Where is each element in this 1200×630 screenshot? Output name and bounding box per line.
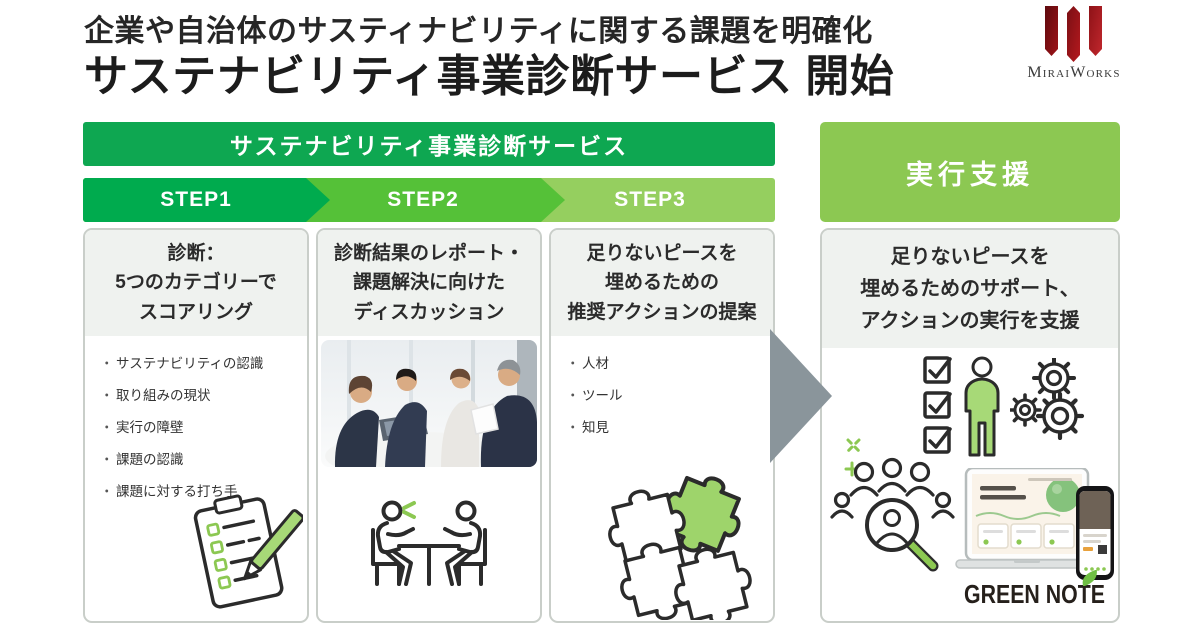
greennote-device-mockup (955, 468, 1114, 580)
company-logo: MiraiWorks (1014, 5, 1134, 82)
step2-card-title: 診断結果のレポート・ 課題解決に向けた ディスカッション (318, 230, 540, 336)
puzzle-illustration (599, 463, 761, 620)
list-item: ・サステナビリティの認識 (100, 356, 264, 371)
list-item: ・課題の認識 (100, 452, 184, 467)
list-item: ・取り組みの現状 (100, 388, 211, 403)
header-tagline: 企業や自治体のサスティナビリティに関する課題を明確化 (84, 15, 873, 48)
company-logo-text: MiraiWorks (1027, 64, 1121, 81)
step1-label: STEP1 (160, 188, 232, 211)
leaf-icon (1082, 570, 1097, 586)
step3-card-title: 足りないピースを 埋めるための 推奨アクションの提案 (551, 230, 773, 336)
talent-search-illustration (830, 457, 955, 572)
page-title: サステナビリティ事業診断サービス 開始 (84, 52, 895, 101)
step2-label: STEP2 (387, 188, 459, 211)
discussion-illustration (371, 500, 487, 586)
service-banner: サステナビリティ事業診断サービス (83, 122, 775, 166)
steps-band: STEP1 STEP2 STEP3 (83, 178, 775, 222)
execution-support-card: 足りないピースを 埋めるためのサポート、 アクションの実行を支援 (820, 228, 1120, 623)
list-item: ・実行の障壁 (100, 420, 184, 435)
step3-card: 足りないピースを 埋めるための 推奨アクションの提案 ・人材 ・ツール ・知見 (549, 228, 775, 623)
execution-support-label: 実行支援 (906, 159, 1034, 190)
step3-bullet-list: ・人材 ・ツール ・知見 (566, 352, 767, 448)
miraiworks-pillars-icon (1045, 6, 1102, 62)
step1-card-title: 診断： 5つのカテゴリーで スコアリング (85, 230, 307, 336)
step1-bullet-list: ・サステナビリティの認識 ・取り組みの現状 ・実行の障壁 ・課題の認識 ・課題に… (100, 352, 301, 512)
business-meeting-photo (321, 340, 537, 467)
service-banner-label: サステナビリティ事業診断サービス (229, 133, 629, 159)
greennote-logo: GREEN NOTE (964, 579, 1105, 609)
checklist-clipboard-illustration (193, 494, 303, 609)
step1-card: 診断： 5つのカテゴリーで スコアリング ・サステナビリティの認識 ・取り組みの… (83, 228, 309, 623)
step2-card: 診断結果のレポート・ 課題解決に向けた ディスカッション (316, 228, 542, 623)
steps-chevron-graphic (83, 178, 775, 222)
list-item: ・人材 (566, 356, 609, 371)
flow-arrow-icon (770, 329, 832, 463)
list-item: ・ツール (566, 388, 623, 403)
list-item: ・課題に対する打ち手 (100, 484, 238, 499)
step3-label: STEP3 (614, 188, 686, 211)
execution-support-description: 足りないピースを 埋めるためのサポート、 アクションの実行を支援 (822, 230, 1118, 348)
person-checklist-illustration (923, 356, 1000, 457)
gears-icon (1010, 358, 1085, 440)
list-item: ・知見 (566, 420, 609, 435)
execution-support-banner: 実行支援 (820, 122, 1120, 222)
